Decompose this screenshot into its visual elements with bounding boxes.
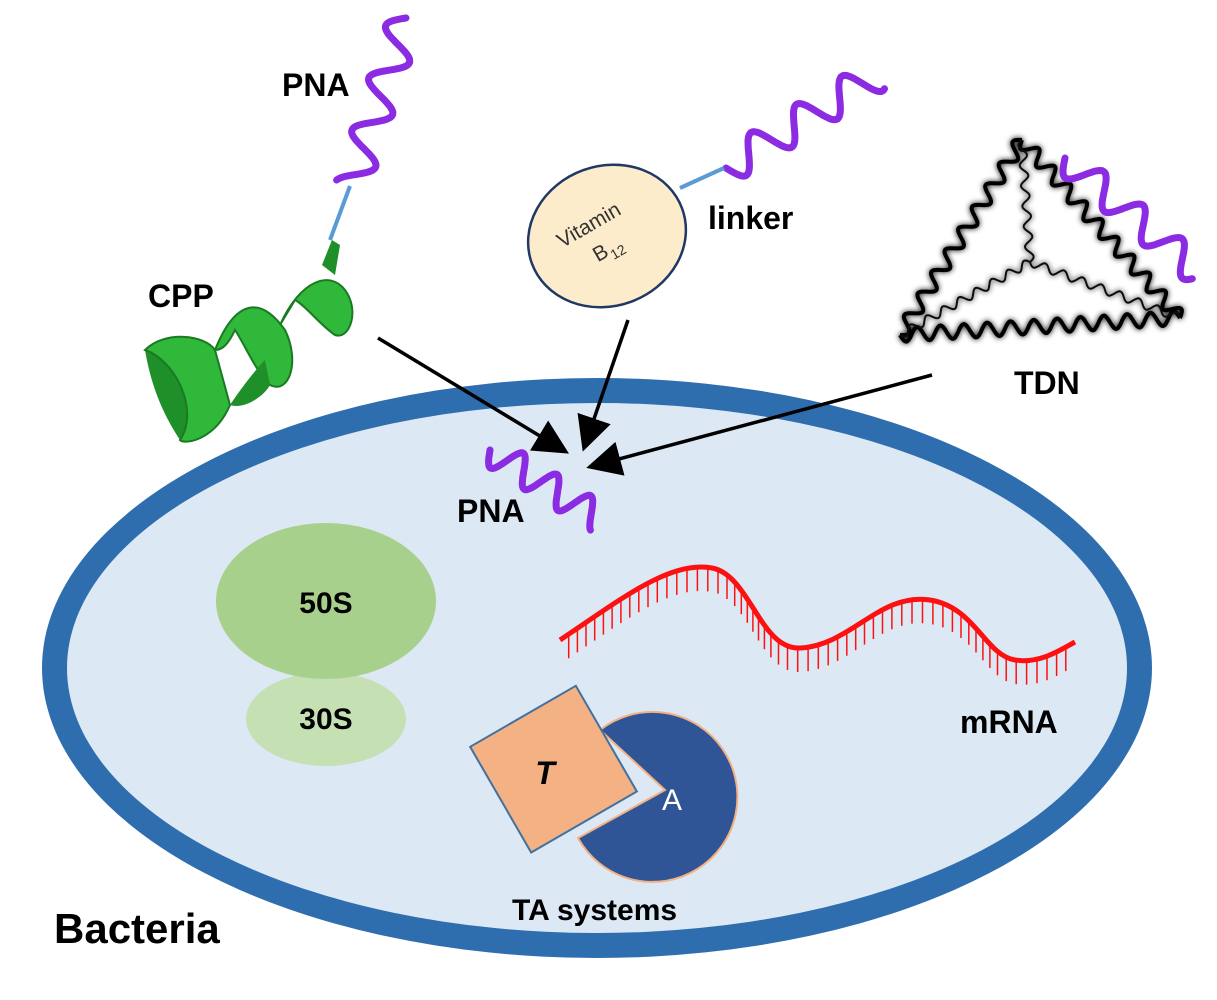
ribosome-large-subunit — [216, 523, 436, 679]
vitamin-subscript: 12 — [607, 241, 629, 263]
ribosome: 50S 30S — [216, 523, 436, 766]
pna-strand-vitamin — [722, 71, 888, 180]
pna-label-inside: PNA — [457, 493, 525, 529]
cpp-label: CPP — [148, 278, 214, 314]
ribosome-large-label: 50S — [299, 587, 352, 620]
linker-label: linker — [708, 200, 793, 236]
arrow-vitamin — [577, 319, 630, 452]
pna-label-top: PNA — [282, 67, 350, 103]
pna-strand-top — [333, 14, 414, 184]
ta-system: T A — [468, 684, 739, 883]
ribosome-small-subunit — [246, 672, 406, 766]
vitamin-b12: Vitamin B 12 — [526, 163, 688, 309]
antitoxin-label: A — [662, 784, 682, 817]
bacteria-label: Bacteria — [54, 905, 220, 952]
arrow-tdn — [586, 373, 933, 476]
cpp-helix — [143, 240, 354, 443]
tdn-structure — [898, 137, 1184, 344]
mrna — [558, 564, 1077, 685]
toxin-shape — [468, 684, 639, 854]
mrna-label: mRNA — [960, 704, 1058, 740]
linker-line-cpp — [328, 185, 352, 241]
ta-systems-label: TA systems — [512, 894, 677, 927]
antitoxin-shape — [576, 710, 739, 883]
ribosome-small-label: 30S — [299, 703, 352, 736]
tdn-label: TDN — [1014, 365, 1080, 401]
linker-line-vitamin — [679, 166, 725, 190]
arrow-cpp — [377, 336, 569, 454]
toxin-label: T — [535, 755, 557, 791]
pna-strand-inside — [485, 446, 597, 534]
pna-strand-tdn — [1059, 154, 1196, 284]
